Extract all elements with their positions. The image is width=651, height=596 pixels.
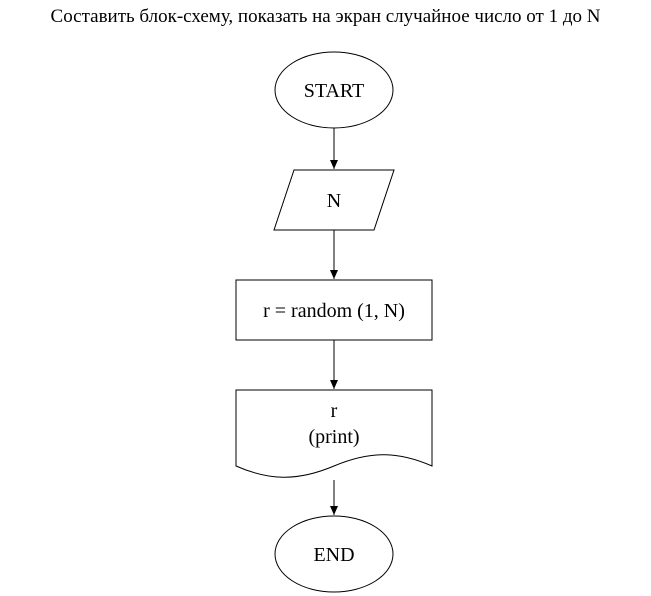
input-parallelogram: [273, 169, 395, 231]
task-title: Составить блок-схему, показать на экран …: [50, 6, 601, 27]
end-terminator: END: [274, 515, 394, 593]
end-ellipse: [274, 515, 394, 593]
output-label-line1: r: [331, 400, 338, 422]
output-label-line2: (print): [308, 426, 359, 448]
input-label: N: [327, 190, 341, 212]
start-terminator: START: [274, 51, 394, 129]
input-block: N: [273, 169, 395, 231]
end-label: END: [313, 544, 354, 566]
start-label: START: [304, 80, 365, 102]
document-shape: [235, 389, 433, 478]
process-block: r = random (1, N): [235, 279, 433, 341]
output-document: r (print): [235, 389, 433, 478]
process-label: r = random (1, N): [263, 300, 405, 322]
